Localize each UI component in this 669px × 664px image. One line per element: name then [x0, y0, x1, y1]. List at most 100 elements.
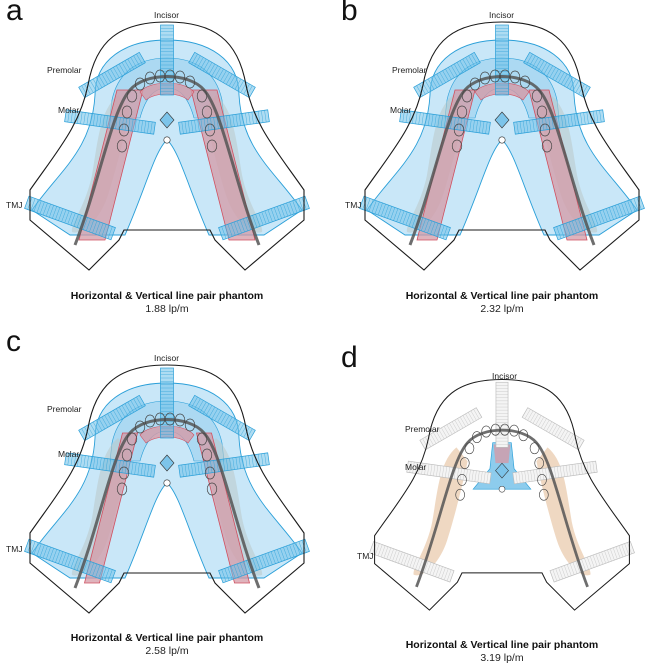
center-diamond	[495, 462, 509, 479]
tooth	[460, 457, 470, 470]
caption-title: Horizontal & Vertical line pair phantom	[405, 290, 599, 302]
panel-d: d Incisor Premolar Molar TMJ Horizontal …	[335, 331, 669, 664]
tooth	[206, 139, 218, 153]
center-circle	[163, 136, 171, 144]
strip-molar-left	[64, 452, 156, 478]
strip-molar-right	[512, 460, 598, 485]
strip-premolar-right	[188, 51, 256, 99]
tooth	[134, 420, 146, 434]
caption-title: Horizontal & Vertical line pair phantom	[405, 639, 599, 651]
tooth	[174, 413, 186, 427]
tooth	[461, 89, 473, 103]
tooth	[118, 466, 130, 480]
incisor-label: Incisor	[489, 10, 515, 20]
tooth	[519, 75, 531, 89]
caption-value: 1.88 lp/m	[145, 303, 189, 315]
tooth	[201, 448, 213, 462]
strip-tmj-right	[549, 541, 635, 583]
phantom-diagram	[369, 378, 635, 611]
tooth	[154, 69, 166, 83]
tooth	[144, 414, 156, 428]
premolar-label: Premolar	[405, 424, 440, 434]
central-red	[493, 444, 511, 464]
phantom-outline	[364, 21, 640, 271]
premolar-label: Premolar	[47, 404, 82, 414]
dental-arch	[73, 75, 261, 246]
tooth	[457, 473, 467, 486]
caption-value: 2.58 lp/m	[145, 645, 189, 657]
strip-premolar-right	[188, 394, 256, 442]
caption-title: Horizontal & Vertical line pair phantom	[70, 632, 264, 644]
tooth	[453, 123, 465, 137]
strip-tmj-right	[218, 195, 310, 241]
strip-premolar-right	[521, 407, 585, 451]
phantom-group	[369, 378, 635, 611]
dental-arch	[73, 418, 261, 589]
caption-value: 2.32 lp/m	[480, 303, 524, 315]
caption-value: 3.19 lp/m	[480, 652, 524, 664]
tooth	[154, 412, 166, 426]
tooth	[174, 70, 186, 84]
tooth	[164, 69, 176, 83]
strip-premolar-left	[413, 51, 481, 99]
incisor-label: Incisor	[492, 371, 518, 381]
strip-tmj-left	[24, 195, 116, 241]
tooth	[537, 473, 547, 486]
molar-label: Molar	[390, 105, 412, 115]
tooth	[490, 423, 501, 436]
tooth	[204, 123, 216, 137]
tooth	[469, 77, 481, 91]
strip-premolar-left	[78, 51, 146, 99]
center-circle	[498, 136, 506, 144]
tooth	[509, 424, 519, 437]
strip-incisor	[160, 24, 174, 96]
strip-premolar-left	[419, 407, 483, 451]
tooth	[499, 69, 511, 83]
tooth	[464, 442, 475, 455]
premolar-label: Premolar	[392, 65, 427, 75]
molar-label: Molar	[405, 462, 427, 472]
tooth	[529, 442, 540, 455]
tooth	[118, 123, 130, 137]
panel-letter: c	[6, 325, 21, 358]
tooth	[206, 482, 218, 496]
caption-title: Horizontal & Vertical line pair phantom	[70, 290, 264, 302]
tooth	[121, 105, 133, 119]
panel-b: b Incisor Premolar Molar TMJ Horizontal …	[335, 0, 669, 331]
strip-molar-right	[178, 452, 270, 478]
strip-molar-left	[64, 109, 156, 135]
strip-molar-right	[513, 109, 605, 135]
tmj-label: TMJ	[6, 544, 23, 554]
tooth	[481, 425, 491, 438]
tooth	[196, 432, 208, 446]
strip-tmj-left	[369, 541, 455, 583]
tooth	[455, 488, 465, 501]
strip-incisor	[495, 381, 509, 448]
tooth	[539, 123, 551, 137]
strip-premolar-right	[523, 51, 591, 99]
panel-a: a Incisor Premolar Molar TMJ Horizontal …	[0, 0, 334, 331]
tooth	[204, 466, 216, 480]
phantom-diagram	[24, 364, 310, 614]
tooth	[472, 431, 482, 444]
strip-incisor	[495, 24, 509, 96]
tooth	[479, 71, 491, 85]
strip-premolar-left	[78, 394, 146, 442]
tooth	[518, 429, 529, 442]
tooth	[456, 105, 468, 119]
tooth	[134, 77, 146, 91]
tooth	[451, 139, 463, 153]
tooth	[534, 457, 544, 470]
phantom-outline	[29, 364, 305, 614]
incisor-label: Incisor	[154, 10, 180, 20]
phantom-diagram	[24, 21, 310, 271]
strip-tmj-left	[359, 195, 451, 241]
panel-c: c Incisor Premolar Molar TMJ Horizontal …	[0, 325, 334, 662]
phantom-group	[24, 21, 310, 271]
tooth	[184, 75, 196, 89]
tooth	[500, 423, 510, 436]
tmj-label: TMJ	[345, 200, 362, 210]
tooth	[536, 105, 548, 119]
tooth	[116, 482, 128, 496]
tmj-label: TMJ	[357, 551, 374, 561]
